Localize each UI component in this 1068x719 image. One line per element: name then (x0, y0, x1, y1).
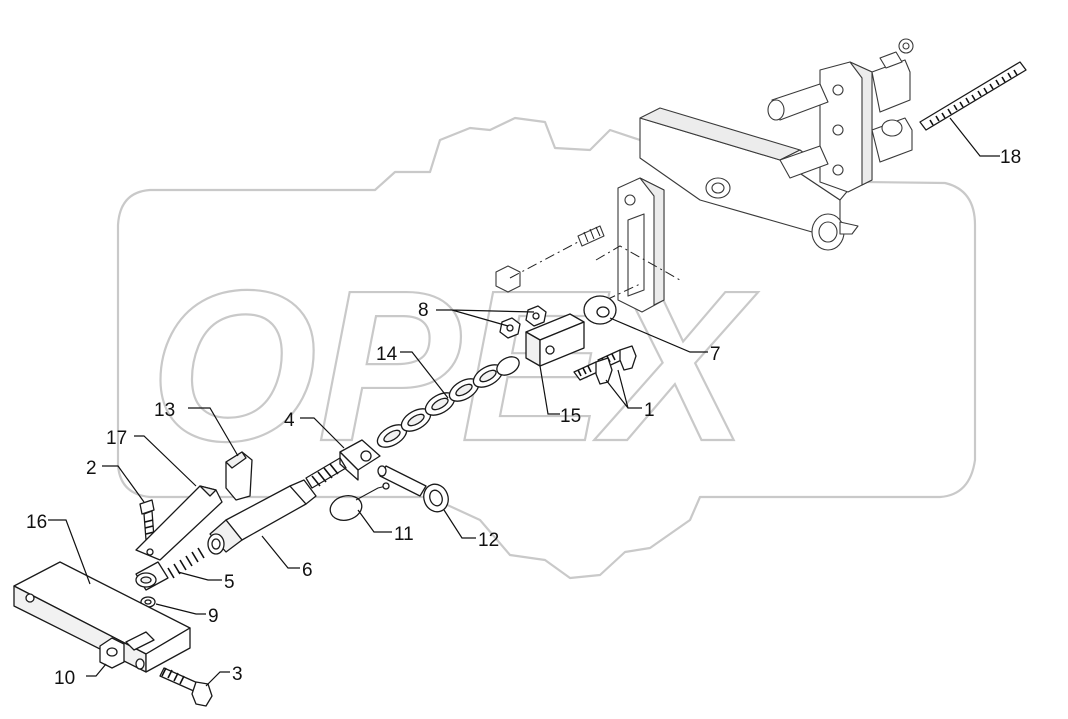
callout-labels: 18 7 8 1 15 14 4 13 17 2 16 6 5 9 10 3 1… (26, 147, 1021, 689)
callout-3: 3 (232, 664, 243, 685)
long-bolt (159, 667, 213, 707)
callout-8: 8 (418, 300, 429, 321)
callout-4: 4 (284, 410, 295, 431)
callout-17: 17 (106, 428, 127, 449)
callout-6: 6 (302, 560, 313, 581)
callout-16: 16 (26, 512, 47, 533)
lock-nut (99, 637, 125, 669)
small-bolt (139, 499, 155, 541)
centerline (509, 241, 579, 279)
callout-1: 1 (644, 400, 655, 421)
hex-nut (525, 305, 547, 327)
hook-clip (225, 451, 253, 501)
link-block (525, 313, 585, 367)
callout-10: 10 (54, 668, 75, 689)
centerline (595, 245, 681, 281)
safety-chain (376, 356, 520, 448)
ring-pin (329, 482, 390, 521)
callout-5: 5 (224, 572, 235, 593)
callout-12: 12 (478, 530, 499, 551)
callout-9: 9 (208, 606, 219, 627)
callout-14: 14 (376, 344, 398, 365)
leader-lines (48, 117, 1000, 687)
washer-ring (583, 295, 617, 325)
callout-11: 11 (394, 524, 414, 545)
callout-15: 15 (560, 406, 581, 427)
callout-7: 7 (710, 344, 721, 365)
flat-strap (135, 485, 223, 561)
callout-18: 18 (1000, 147, 1021, 168)
threaded-rod (919, 61, 1027, 131)
centerline (605, 283, 641, 301)
callout-13: 13 (154, 400, 175, 421)
eye-bolt (135, 547, 205, 591)
hex-nut (499, 317, 521, 339)
callout-2: 2 (86, 458, 97, 479)
linch-pin (377, 465, 449, 513)
turnbuckle-body (207, 479, 317, 555)
hex-bolt (573, 357, 613, 385)
clevis-fork (305, 439, 381, 489)
tractor-drawbar-assembly (495, 38, 914, 313)
watermark-text: OPEX (150, 245, 759, 486)
